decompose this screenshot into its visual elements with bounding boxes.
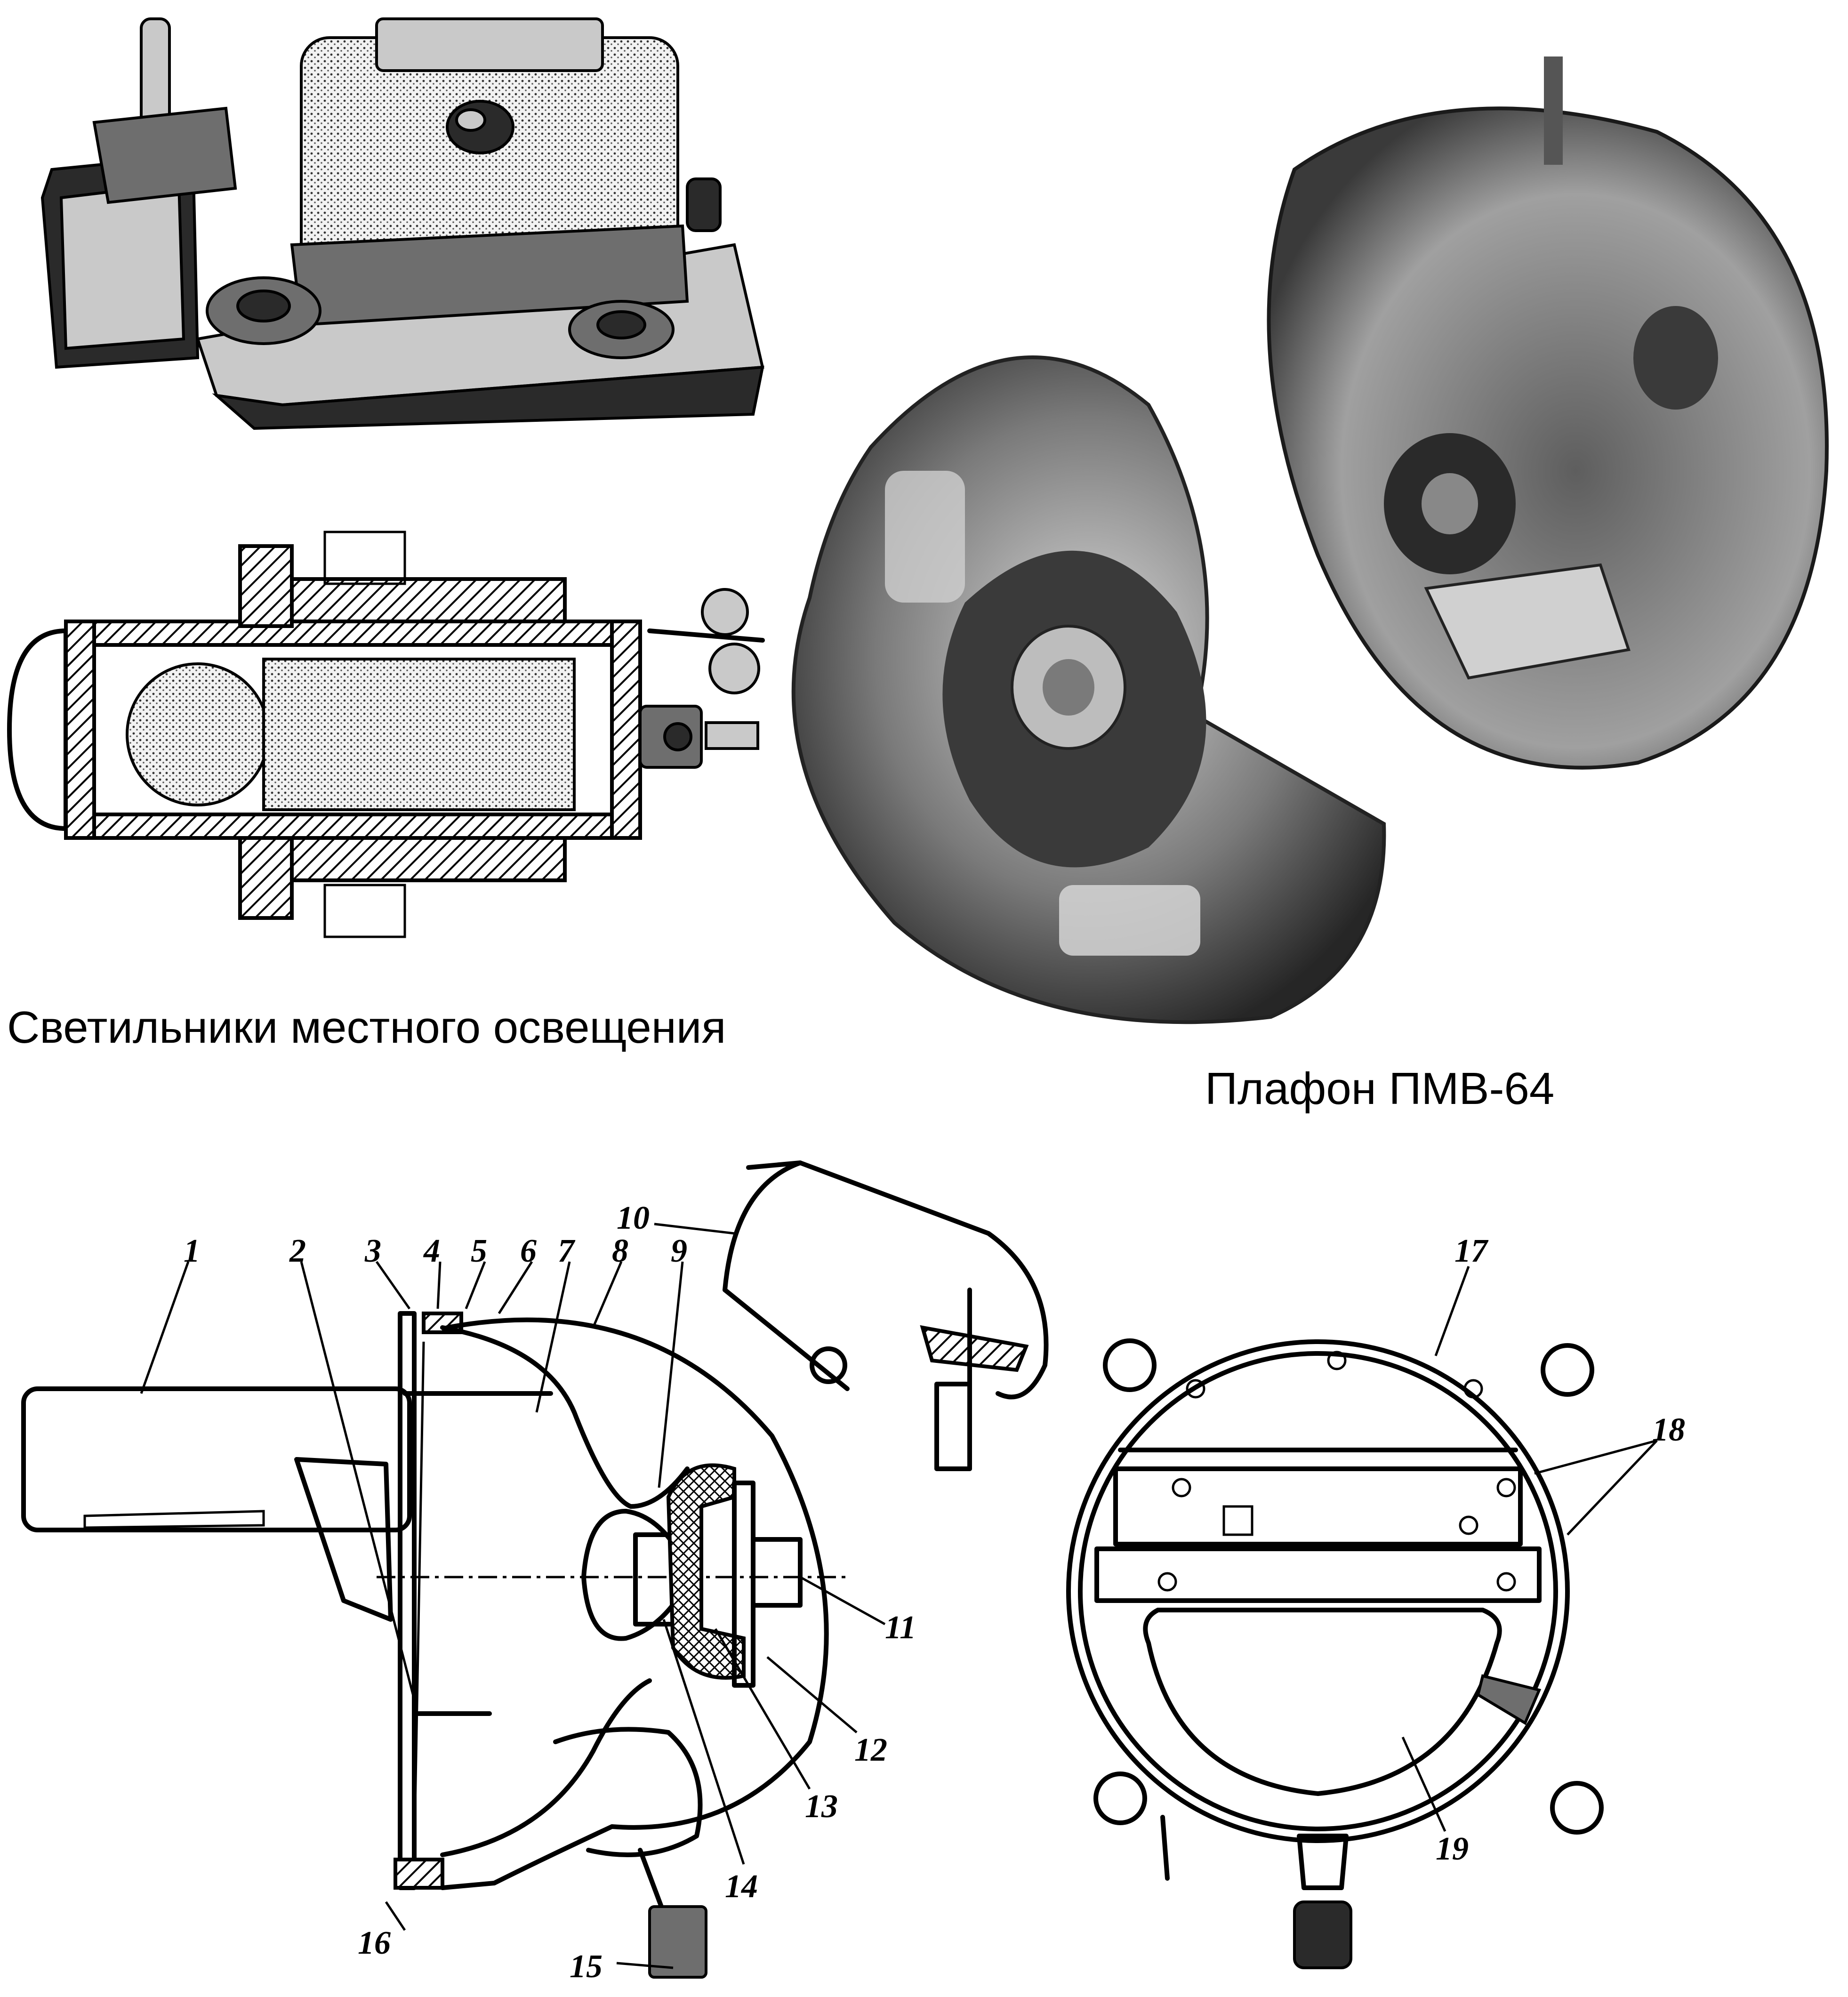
callout-5: 5 <box>471 1233 487 1269</box>
callout-4: 4 <box>423 1233 440 1269</box>
callout-15: 15 <box>570 1949 603 1985</box>
local-lamp-switch-drawing <box>40 17 764 430</box>
callout-17: 17 <box>1454 1233 1489 1269</box>
callout-8: 8 <box>612 1233 628 1269</box>
local-lamp-cross-section <box>7 531 765 938</box>
callout-19: 19 <box>1436 1831 1469 1867</box>
caption-plafon: Плафон ПМВ-64 <box>1205 1063 1555 1114</box>
headlamp-section-drawing <box>21 1160 1049 1979</box>
callout-10: 10 <box>617 1200 650 1236</box>
callout-11: 11 <box>885 1610 916 1646</box>
callout-2: 2 <box>289 1233 306 1269</box>
callout-16: 16 <box>358 1925 391 1961</box>
callout-3: 3 <box>364 1233 381 1269</box>
callout-18: 18 <box>1652 1412 1685 1448</box>
callout-9: 9 <box>671 1233 687 1269</box>
plafon-front-drawing <box>1066 1266 1658 1969</box>
callout-6: 6 <box>520 1233 537 1269</box>
callout-13: 13 <box>805 1788 838 1825</box>
caption-local-lighting: Светильники местного освещения <box>7 1002 726 1053</box>
plafon-open-photo <box>791 355 1386 1024</box>
callout-14: 14 <box>725 1868 758 1905</box>
plafon-housing-photo <box>1267 56 1829 770</box>
callout-7: 7 <box>558 1233 576 1269</box>
callout-1: 1 <box>184 1233 200 1269</box>
callout-12: 12 <box>854 1732 887 1768</box>
